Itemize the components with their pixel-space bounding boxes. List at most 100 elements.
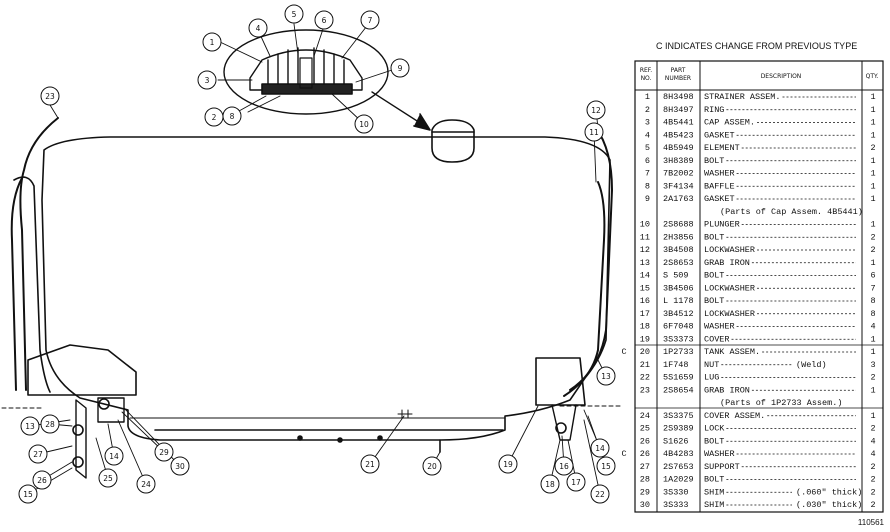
svg-text:13: 13 — [601, 372, 611, 381]
callout-5: 5 — [284, 4, 304, 24]
callout-14: 14 — [104, 446, 124, 466]
row-description: LOCK — [704, 424, 725, 434]
row-ref: 18 — [640, 322, 650, 332]
row-note: (.060" thick) — [796, 487, 862, 497]
callout-28: 28 — [40, 414, 60, 434]
svg-text:27: 27 — [33, 450, 43, 459]
svg-text:15: 15 — [23, 490, 33, 499]
header-description: DESCRIPTION — [761, 73, 802, 80]
callout-24: 24 — [136, 474, 156, 494]
svg-text:14: 14 — [109, 452, 119, 461]
row-qty: 1 — [870, 258, 875, 268]
row-description: GASKET — [704, 194, 735, 204]
svg-text:6: 6 — [322, 16, 327, 25]
row-ref: 25 — [640, 424, 650, 434]
row-ref: 15 — [640, 283, 650, 293]
svg-text:21: 21 — [365, 460, 375, 469]
svg-text:2: 2 — [212, 113, 217, 122]
row-part-number: 2S8688 — [663, 220, 694, 230]
callout-6: 6 — [314, 10, 334, 30]
row-qty: 1 — [870, 347, 875, 357]
row-part-number: 3F4134 — [663, 181, 694, 191]
left-support — [75, 399, 87, 479]
svg-text:9: 9 — [398, 64, 403, 73]
row-description: RING — [704, 105, 724, 115]
row-description: WASHER — [704, 322, 735, 332]
row-qty: 2 — [870, 232, 875, 242]
row-qty: 1 — [870, 169, 875, 179]
row-description: SHIM — [704, 487, 724, 497]
right-grab-iron — [569, 127, 613, 391]
row-qty: 1 — [870, 105, 875, 115]
header-qty: QTY. — [866, 73, 879, 80]
row-qty: 1 — [870, 156, 875, 166]
row-qty: 4 — [870, 436, 875, 446]
row-description: (Parts of Cap Assem. 4B5441) — [720, 207, 863, 217]
row-ref: 13 — [640, 258, 650, 268]
callout-30: 30 — [170, 456, 190, 476]
callout-19: 19 — [498, 454, 518, 474]
row-qty: 1 — [870, 220, 875, 230]
row-part-number: 2S8653 — [663, 258, 694, 268]
row-part-number: L 1178 — [663, 296, 694, 306]
row-part-number: 8H3498 — [663, 92, 694, 102]
row-note: (.030" thick) — [796, 500, 862, 510]
svg-text:17: 17 — [571, 478, 581, 487]
row-qty: 1 — [870, 194, 875, 204]
row-description: ELEMENT — [704, 143, 740, 153]
callout-13: 13 — [596, 366, 616, 386]
row-description: GASKET — [704, 130, 735, 140]
callout-18: 18 — [540, 474, 560, 494]
callout-9: 9 — [390, 58, 410, 78]
callout-15: 15 — [596, 456, 616, 476]
row-ref: 16 — [640, 296, 650, 306]
row-part-number: 3S3373 — [663, 334, 694, 344]
row-ref: 5 — [645, 143, 650, 153]
row-qty: 7 — [870, 283, 875, 293]
header-ref-a: REF. — [640, 67, 652, 74]
row-part-number: 3B4512 — [663, 309, 694, 319]
row-ref: 22 — [640, 373, 650, 383]
row-note: (Weld) — [796, 360, 827, 370]
row-part-number: 4B5949 — [663, 143, 694, 153]
row-description: BOLT — [704, 436, 724, 446]
row-description: TANK ASSEM. — [704, 347, 760, 357]
row-qty: 2 — [870, 487, 875, 497]
row-description: STRAINER ASSEM. — [704, 92, 781, 102]
row-part-number: 1P2733 — [663, 347, 694, 357]
row-part-number: 3S3375 — [663, 411, 694, 421]
row-description: GRAB IRON — [704, 258, 750, 268]
row-qty: 8 — [870, 309, 875, 319]
row-qty: 8 — [870, 296, 875, 306]
row-ref: 11 — [640, 232, 650, 242]
row-ref: 9 — [645, 194, 650, 204]
callout-8: 8 — [222, 106, 242, 126]
row-description: CAP ASSEM. — [704, 118, 755, 128]
row-qty: 2 — [870, 373, 875, 383]
row-qty: 1 — [870, 181, 875, 191]
row-ref: 26 — [640, 436, 650, 446]
row-part-number: 6F7048 — [663, 322, 694, 332]
row-ref: 24 — [640, 411, 650, 421]
row-qty: 2 — [870, 475, 875, 485]
row-qty: 1 — [870, 130, 875, 140]
left-grab-iron — [19, 117, 59, 391]
row-qty: 1 — [870, 385, 875, 395]
svg-text:11: 11 — [589, 128, 599, 137]
right-cover — [535, 357, 586, 406]
callout-7: 7 — [360, 10, 380, 30]
row-qty: 4 — [870, 449, 875, 459]
row-ref: 2 — [645, 105, 650, 115]
callout-13: 13 — [20, 416, 40, 436]
